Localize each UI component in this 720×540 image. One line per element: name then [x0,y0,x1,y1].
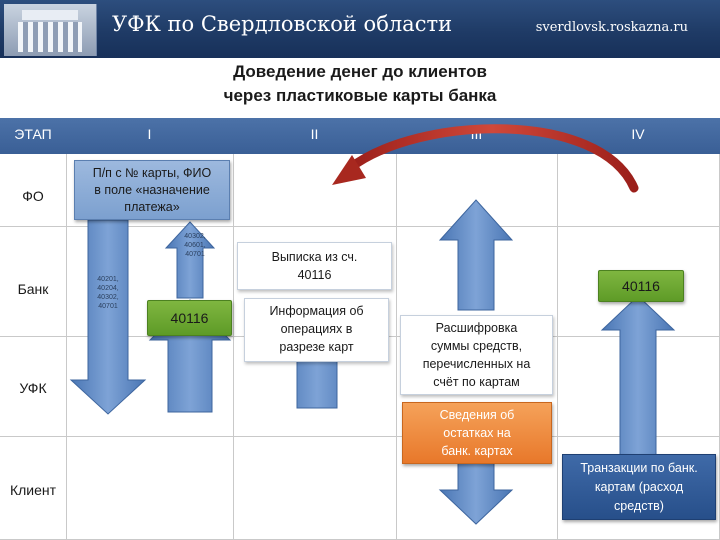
stage-label: ЭТАП [14,126,52,142]
header-banner: УФК по Свердловской области sverdlovsk.r… [0,0,720,58]
payment-order-line1: П/п с № карты, ФИО [92,166,212,180]
down-arrow-fo-to-ufk [69,219,147,415]
slide-title-line2: через пластиковые карты банка [223,86,497,105]
statement-box: Выписка из сч. 40116 [237,242,392,290]
balances-line3: банк. картах [441,444,513,458]
operations-info-box: Информация об операциях в разрезе карт [244,298,389,362]
balances-line2: остатках на [443,426,511,440]
red-return-arrow [345,124,639,193]
transactions-box: Транзакции по банк. картам (расход средс… [562,454,716,520]
down-arrow-col3-bottom [438,459,514,525]
account-40116-box-col1: 40116 [147,300,232,336]
breakdown-line2: суммы средств, [430,339,523,353]
transactions-line1: Транзакции по банк. [580,461,698,475]
breakdown-line3: перечисленных на [422,357,531,371]
payment-order-line3: платежа» [124,200,180,214]
column-2-label: II [310,126,319,142]
operations-info-line3: разрезе карт [279,340,354,354]
header-site: sverdlovsk.roskazna.ru [535,20,688,35]
header-title: УФК по Свердловской области [112,12,453,36]
payment-order-line2: в поле «назначение [94,183,210,197]
accounts-list-down: 40201, 40204, 40302, 40701 [97,276,119,310]
breakdown-line4: счёт по картам [433,375,520,389]
payment-order-box: П/п с № карты, ФИО в поле «назначение пл… [74,160,230,220]
up-arrow-to-payment-order [164,221,216,299]
operations-info-line1: Информация об [269,304,364,318]
row-label-ufk: УФК [19,380,47,396]
building-logo [4,4,97,56]
transactions-line3: средств) [614,499,664,513]
row-label-client: Клиент [9,482,57,498]
statement-line1: Выписка из сч. [271,250,358,264]
double-arrow-col3-top [438,199,514,311]
accounts-list-up: 40302, 40601, 40701 [184,233,206,258]
column-3-label: III [470,126,483,142]
account-40116-box-col4: 40116 [598,270,684,302]
row-label-fo: ФО [22,188,44,204]
balances-line1: Сведения об [439,408,515,422]
breakdown-box: Расшифровка суммы средств, перечисленных… [400,315,553,395]
column-1-label: I [147,126,152,142]
operations-info-line2: операциях в [280,322,353,336]
statement-line2: 40116 [297,268,332,282]
row-label-bank: Банк [17,281,49,297]
slide-title: Доведение денег до клиентов через пласти… [0,60,720,108]
slide-title-line1: Доведение денег до клиентов [233,62,487,81]
column-4-label: IV [631,126,645,142]
transactions-line2: картам (расход [594,480,684,494]
breakdown-line1: Расшифровка [435,321,518,335]
up-arrow-col4 [600,295,676,461]
red-arrow-head [332,155,366,185]
balances-box: Сведения об остатках на банк. картах [402,402,552,464]
